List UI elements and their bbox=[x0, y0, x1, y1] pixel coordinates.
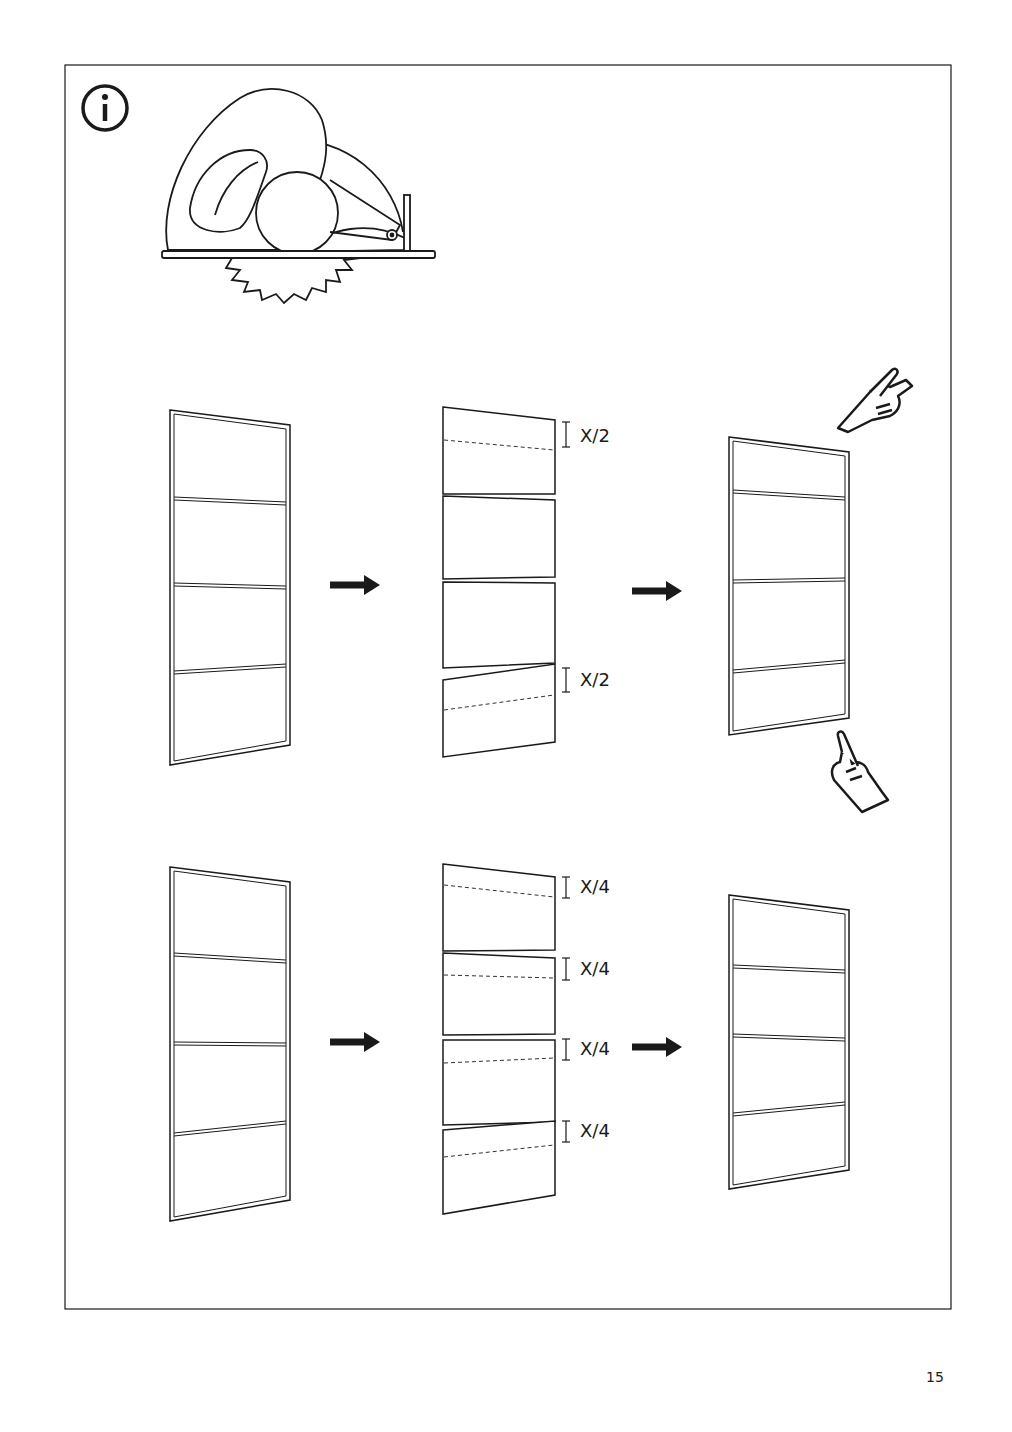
panel-piece bbox=[443, 953, 570, 1035]
door-panels bbox=[170, 410, 849, 1221]
panel-piece bbox=[443, 1039, 570, 1125]
panel-piece bbox=[443, 664, 570, 757]
door-panel bbox=[170, 867, 290, 1221]
page-number: 15 bbox=[926, 1370, 944, 1385]
dimension-label: X/4 bbox=[580, 1121, 610, 1141]
cut-line bbox=[444, 695, 554, 710]
cut-line bbox=[444, 440, 554, 450]
step-arrow bbox=[632, 1037, 682, 1057]
panel-piece bbox=[443, 582, 555, 668]
cut-line bbox=[444, 1145, 554, 1157]
circular-saw bbox=[162, 89, 435, 303]
dimension-label: X/2 bbox=[580, 670, 610, 690]
dimension-bracket bbox=[562, 1121, 570, 1142]
pointing-hand bbox=[838, 369, 912, 432]
dimension-bracket bbox=[562, 422, 570, 447]
step-arrow bbox=[330, 575, 380, 595]
step-arrow bbox=[330, 1032, 380, 1052]
frame bbox=[65, 65, 951, 1309]
dimension-bracket bbox=[562, 668, 570, 692]
panel-piece bbox=[443, 407, 570, 494]
door-panel bbox=[729, 437, 849, 735]
panel-piece bbox=[443, 496, 555, 579]
dimension-label: X/2 bbox=[580, 426, 610, 446]
pointing-hand bbox=[832, 732, 888, 812]
cut-pieces bbox=[443, 407, 570, 1214]
door-panel bbox=[729, 895, 849, 1189]
dimension-label: X/4 bbox=[580, 877, 610, 897]
cut-line bbox=[444, 1058, 554, 1063]
dimension-bracket bbox=[562, 877, 570, 898]
arrows bbox=[330, 575, 682, 1057]
dimension-label: X/4 bbox=[580, 1039, 610, 1059]
door-panel bbox=[170, 410, 290, 765]
info-icon bbox=[83, 86, 127, 130]
dimension-bracket bbox=[562, 958, 570, 980]
cut-line bbox=[444, 885, 554, 897]
step-arrow bbox=[632, 581, 682, 601]
panel-piece bbox=[443, 864, 570, 951]
panel-piece bbox=[443, 1121, 570, 1214]
cut-line bbox=[444, 975, 554, 978]
dimension-label: X/4 bbox=[580, 959, 610, 979]
dimension-bracket bbox=[562, 1039, 570, 1060]
